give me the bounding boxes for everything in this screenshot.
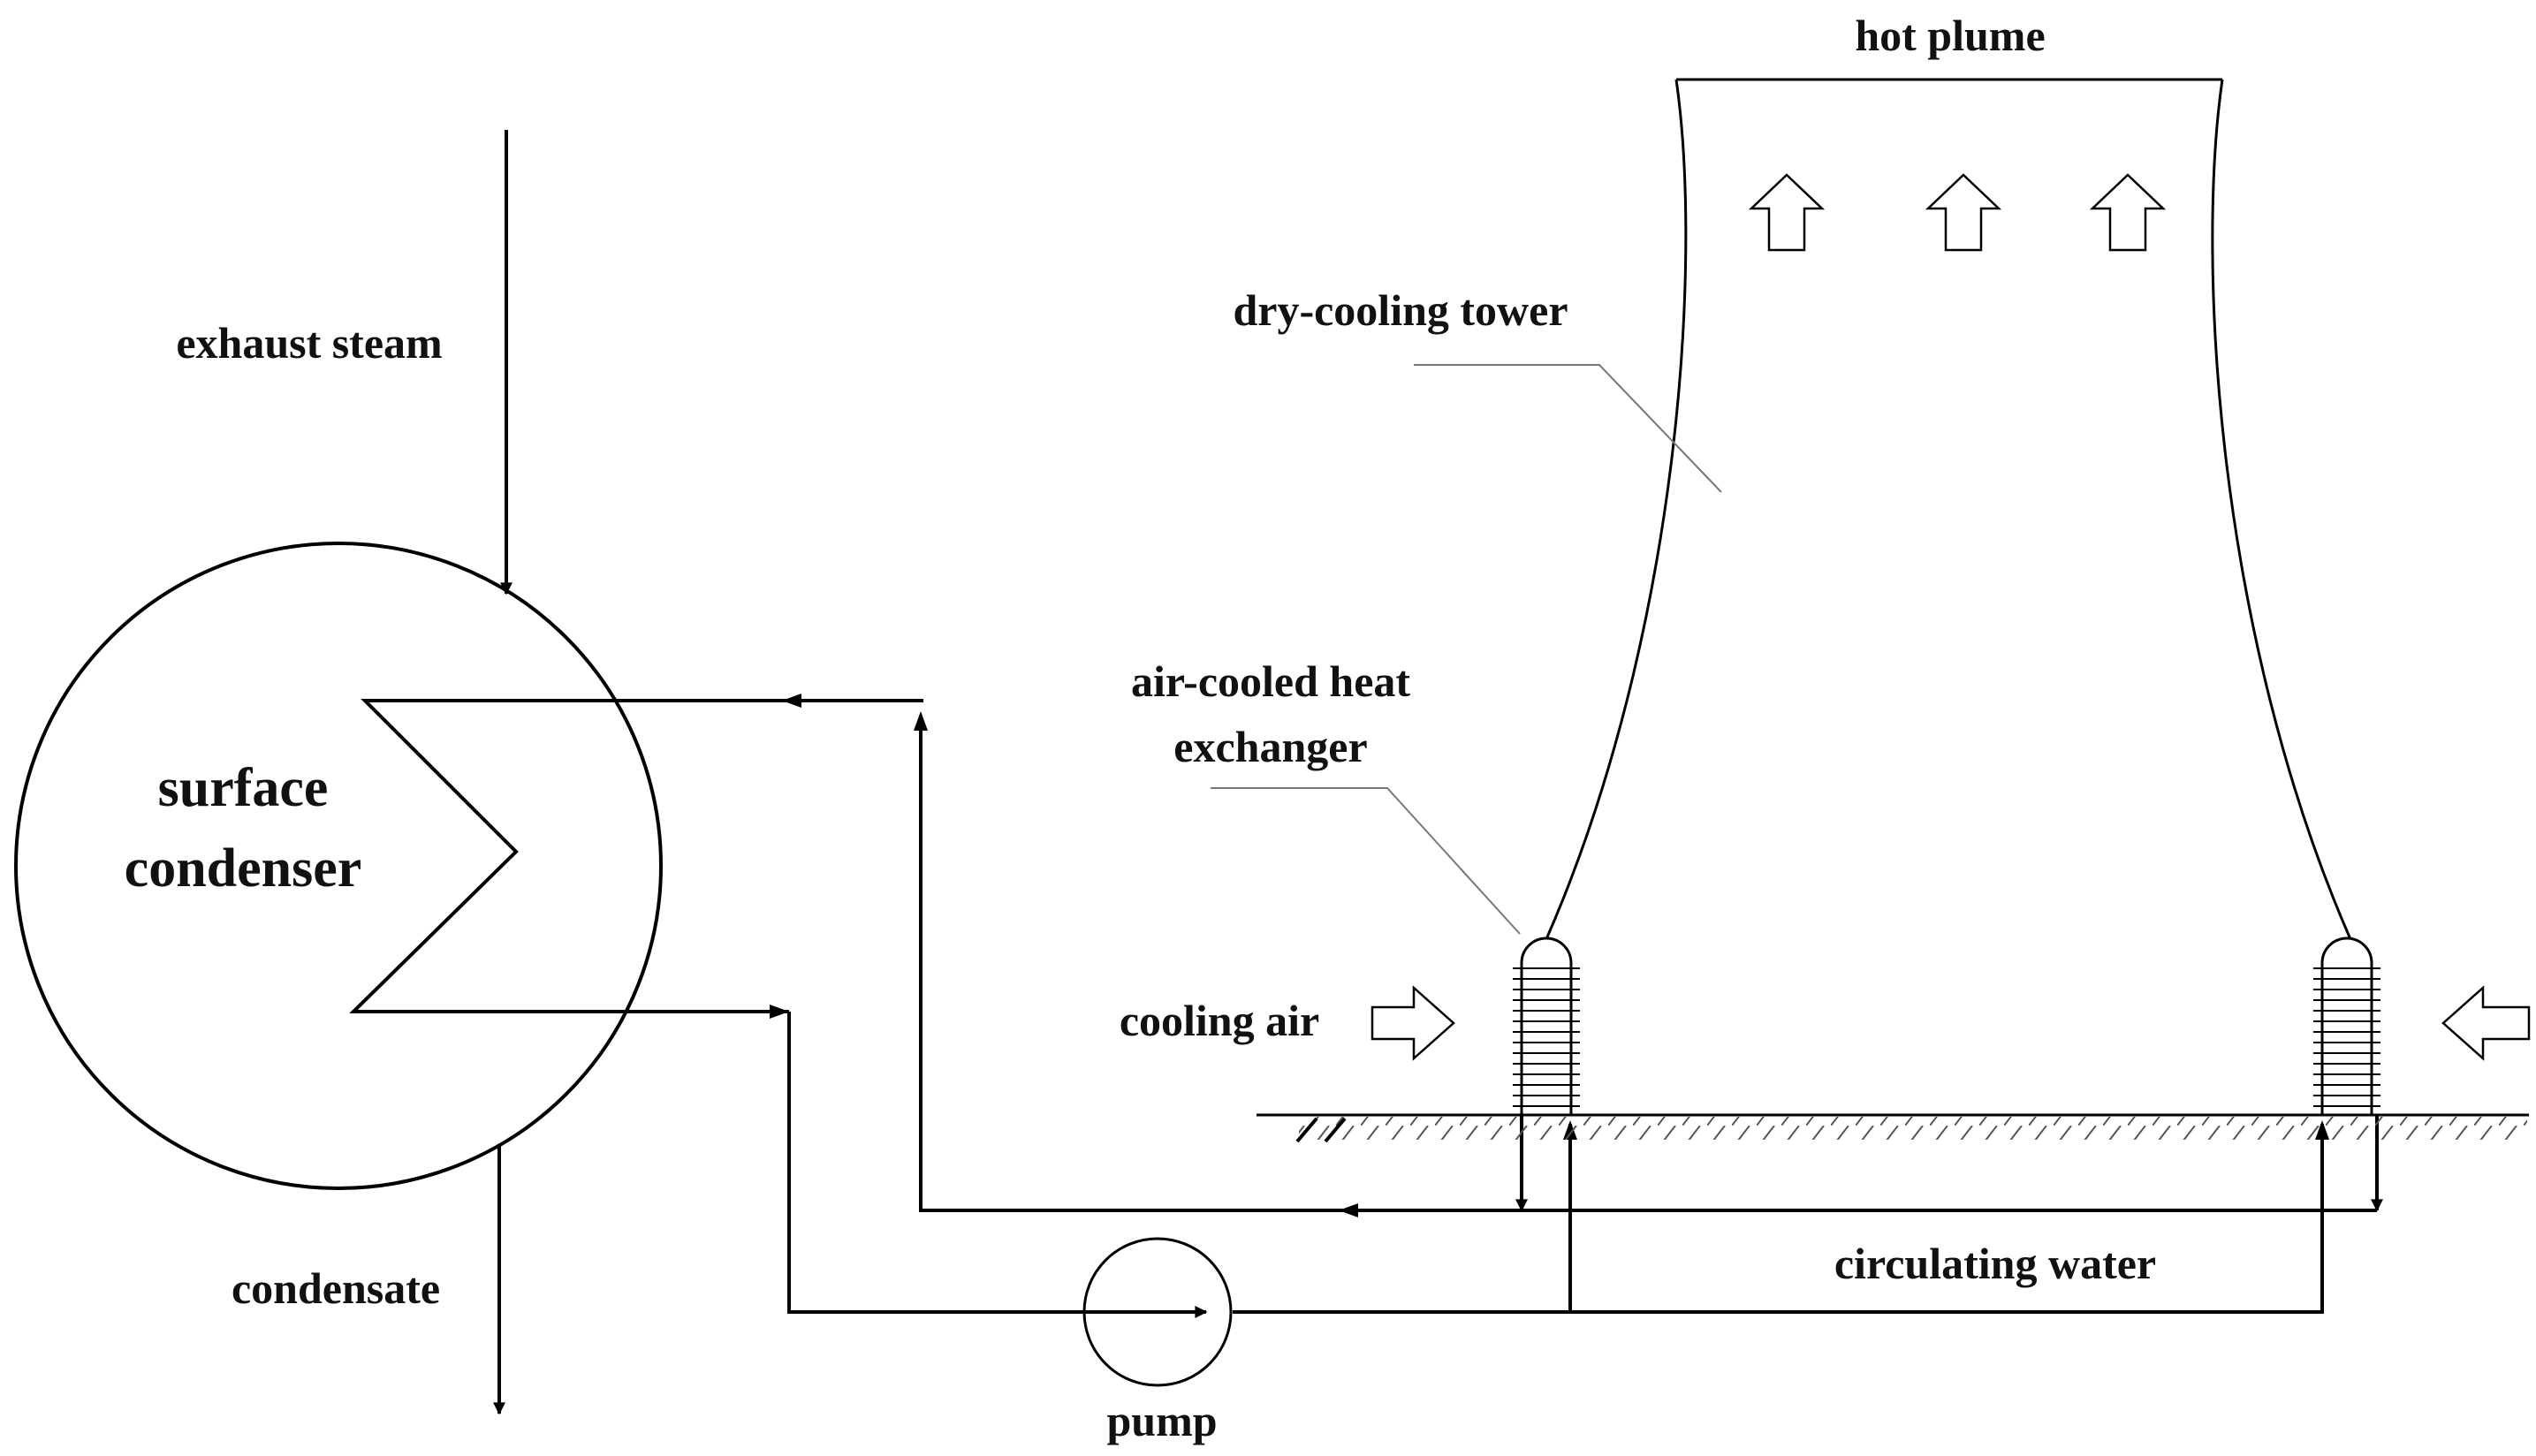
condenser-coil [349, 699, 923, 1013]
coil-outlet-arrow [770, 1005, 789, 1019]
tower-left-wall [1545, 79, 1688, 940]
up-arrow-icon [1748, 173, 1826, 252]
ground-hatch [1299, 1117, 2527, 1140]
heat-exchanger-right [2313, 937, 2380, 1115]
exhaust-steam-label: exhaust steam [176, 318, 442, 368]
supply-main [1233, 1124, 2324, 1314]
coil-inlet-arrow [782, 694, 801, 708]
condensate-label: condensate [232, 1263, 440, 1313]
return-flow-arrow [1339, 1203, 1358, 1217]
air-cooled-label-line2: exchanger [1173, 722, 1367, 771]
tower-right-wall [2211, 79, 2352, 940]
dry-cooling-tower-label: dry-cooling tower [1233, 285, 1568, 335]
up-arrow-icon [1925, 173, 2002, 252]
condenser-label: condenser [125, 838, 362, 899]
hot-plume-label: hot plume [1855, 11, 2045, 60]
cooling-air-arrow-right-icon [2441, 985, 2531, 1061]
cooling-air-arrow-left-icon [1371, 985, 1455, 1061]
return-pipe [919, 716, 2377, 1212]
heat-exchanger-left [1513, 937, 1580, 1115]
surface-condenser-shell [14, 542, 663, 1190]
air-cooled-label-line1: air-cooled heat [1131, 656, 1410, 706]
return-riser-arrow [914, 711, 928, 731]
cooling-air-label: cooling air [1120, 996, 1319, 1045]
surface-label: surface [158, 758, 329, 818]
circulating-water-label: circulating water [1834, 1239, 2156, 1288]
ground-mark-2 [1324, 1117, 1347, 1143]
pump-circle [1082, 1237, 1233, 1387]
hot-plume-arrows [1748, 173, 2167, 252]
up-arrow-icon [2089, 173, 2167, 252]
pump-label: pump [1106, 1396, 1217, 1445]
exchanger-leader-line [1211, 787, 1521, 935]
supply-pipe [787, 1012, 1082, 1314]
ground-mark-1 [1295, 1117, 1318, 1143]
tower-leader-line [1414, 364, 1722, 493]
